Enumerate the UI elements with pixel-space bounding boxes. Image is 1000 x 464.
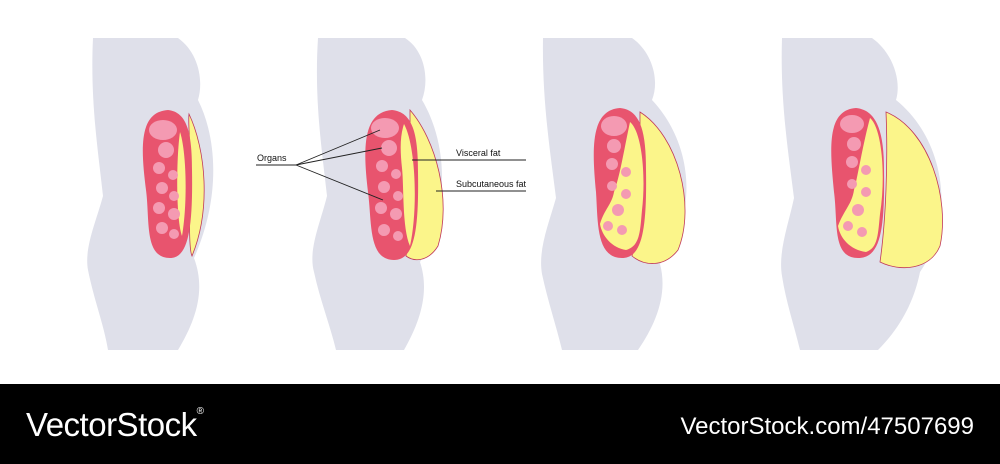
image-url: VectorStock.com/47507699	[680, 413, 974, 440]
stage-4	[781, 38, 943, 350]
visceral-fat	[177, 132, 186, 236]
stage-2: Organs Visceral fat Subcutaneous fat	[256, 38, 527, 350]
visceral-fat	[600, 122, 644, 250]
abdominal-fat-illustration: Organs Visceral fat Subcutaneous fat	[87, 38, 943, 350]
organs-label: Organs	[257, 153, 287, 163]
organ-details	[371, 118, 403, 241]
organ-details	[840, 115, 871, 237]
organ-details	[601, 116, 631, 235]
visceral-fat	[400, 124, 415, 246]
watermark-bar: VectorStock® VectorStock.com/47507699	[0, 384, 1000, 464]
visceral-fat	[838, 118, 883, 252]
leader-lines	[256, 129, 526, 201]
illustration-area: Organs Visceral fat Subcutaneous fat	[87, 38, 943, 350]
registered-mark: ®	[196, 406, 204, 417]
stage-1	[87, 38, 214, 350]
subcutaneous-fat	[879, 111, 943, 269]
subcutaneous-fat-label: Subcutaneous fat	[456, 179, 527, 189]
organ-details	[149, 120, 180, 239]
vectorstock-logo: VectorStock®	[26, 406, 204, 444]
stage-3	[541, 38, 687, 350]
brand-name: VectorStock	[26, 406, 197, 443]
visceral-fat-label: Visceral fat	[456, 148, 501, 158]
